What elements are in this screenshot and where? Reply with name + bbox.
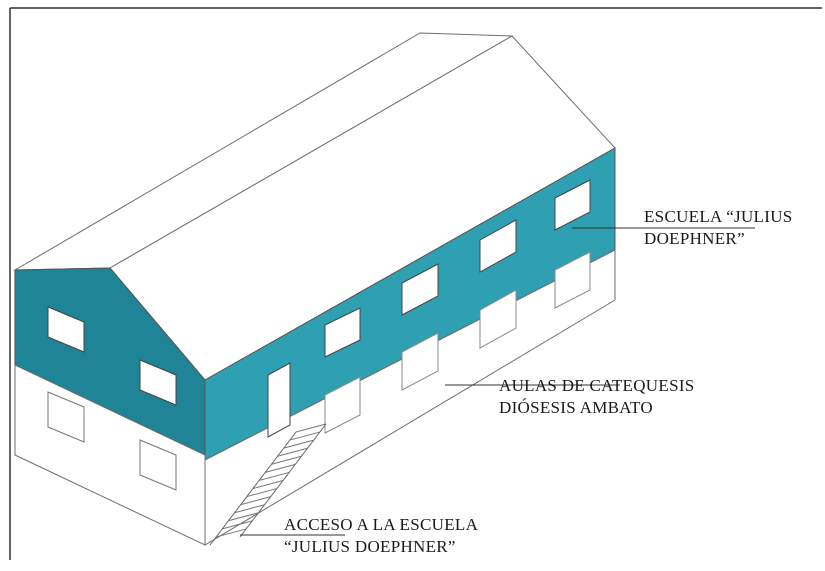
front-window-1 xyxy=(324,307,361,358)
label-school: ESCUELA “JULIUS DOEPHNER” xyxy=(644,206,793,250)
stair-step xyxy=(271,455,302,465)
front-window-3 xyxy=(479,219,517,273)
label-classrooms: AULAS DE CATEQUESIS DIÓSESIS AMBATO xyxy=(499,375,695,419)
stair-side-right xyxy=(239,423,327,538)
stair-step xyxy=(277,447,308,457)
stair-step xyxy=(252,480,284,489)
gable-window-1 xyxy=(47,306,85,353)
access-staircase xyxy=(209,423,327,546)
label-classrooms-line1: AULAS DE CATEQUESIS xyxy=(499,376,695,395)
gable-lower-window-2 xyxy=(139,439,177,491)
gable-lower-window-1 xyxy=(47,391,85,443)
stair-step xyxy=(246,488,277,498)
stair-step xyxy=(259,471,290,481)
label-school-line1: ESCUELA “JULIUS xyxy=(644,207,793,226)
front-window-4 xyxy=(554,179,591,231)
stair-step xyxy=(295,423,327,433)
stair-step xyxy=(222,520,253,530)
gable-window-2 xyxy=(139,359,177,406)
label-access-line2: “JULIUS DOEPHNER” xyxy=(284,537,456,556)
stair-step xyxy=(265,463,296,473)
lower-window-1 xyxy=(324,376,361,434)
front-window-2 xyxy=(401,263,439,316)
stair-step xyxy=(234,504,265,514)
label-classrooms-line2: DIÓSESIS AMBATO xyxy=(499,398,653,417)
lower-window-2 xyxy=(401,332,439,391)
label-access-line1: ACCESO A LA ESCUELA xyxy=(284,515,479,534)
stair-step xyxy=(216,528,247,538)
lower-window-3 xyxy=(479,289,517,349)
stair-step xyxy=(289,431,320,441)
label-access: ACCESO A LA ESCUELA “JULIUS DOEPHNER” xyxy=(284,514,478,558)
stair-side-left xyxy=(209,431,297,546)
lower-window-4 xyxy=(554,251,591,309)
upper-entrance-door xyxy=(267,362,291,438)
stair-step xyxy=(240,496,271,506)
label-school-line2: DOEPHNER” xyxy=(644,229,745,248)
stair-step xyxy=(283,439,314,449)
stair-step xyxy=(228,512,259,522)
